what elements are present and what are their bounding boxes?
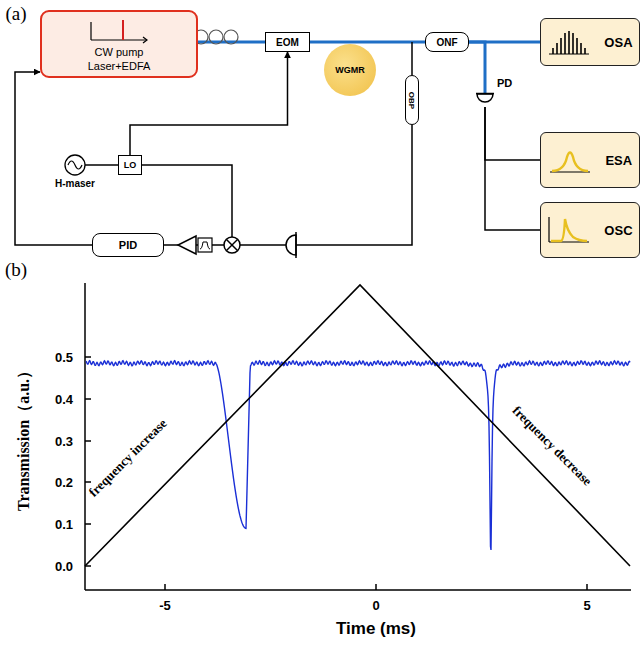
filter-amplifier-symbol — [178, 236, 212, 254]
photodetector-bar — [295, 232, 297, 258]
hydrogen-maser: H-maser — [65, 155, 85, 175]
frequency-sweep-ramp — [85, 285, 630, 566]
resonator-disk: WGMR — [324, 44, 376, 96]
analyzer-box: OSA — [540, 18, 640, 66]
peak-icon — [548, 145, 592, 175]
node-label: OBP — [408, 91, 417, 108]
trace-icon — [547, 215, 591, 245]
tick-label: 0.1 — [55, 517, 73, 532]
tick-label: 0.2 — [55, 475, 73, 490]
oscilloscope-box: OSC — [540, 202, 640, 258]
optical-fiber — [310, 41, 425, 44]
node-label: WGMR — [335, 65, 365, 75]
signal-wire — [15, 72, 92, 245]
plot-axes — [85, 283, 631, 590]
node-label: CW pump Laser+EDFA — [80, 46, 158, 74]
annotation: frequency decrease — [509, 403, 595, 489]
lo-wire — [142, 165, 232, 237]
tick-label: 0.5 — [55, 350, 73, 365]
photodetector: PD — [477, 93, 493, 107]
laser-box: CW pump Laser+EDFA — [40, 10, 198, 78]
signal-wire — [85, 164, 118, 166]
node-label: ESA — [605, 153, 632, 168]
tick-label: -5 — [159, 598, 171, 613]
tick-label: 0.4 — [55, 392, 73, 407]
analyzer-box: ESA — [540, 132, 640, 188]
node-label: OSC — [604, 223, 632, 238]
node-label: EOM — [276, 37, 299, 48]
signal-wire — [485, 107, 540, 230]
photodetector-symbol — [286, 235, 296, 255]
modulator-box: EOM — [265, 32, 310, 52]
mixer-symbol — [224, 237, 240, 253]
node-label: LO — [124, 160, 137, 170]
local-oscillator-box: LO — [118, 155, 142, 175]
bandpass-filter-box: OBP — [405, 75, 419, 125]
fiber-tap — [411, 42, 413, 75]
axis-title: Time (ms) — [336, 619, 416, 639]
panel-label: (b) — [5, 259, 27, 281]
axis-title: Transmission（a.u.） — [14, 363, 35, 511]
photodetector-symbol — [476, 92, 494, 108]
annotation: frequency increase — [86, 416, 171, 501]
transmission-trace — [86, 361, 630, 550]
node-label: PID — [119, 239, 137, 251]
node-label: OSA — [604, 35, 632, 50]
optical-fiber — [469, 42, 485, 93]
node-label: H-maser — [55, 178, 95, 189]
tick-label: 0 — [372, 598, 379, 613]
notch-filter-box: ONF — [425, 32, 469, 52]
laser-spectrum-icon — [87, 18, 151, 44]
node-label: PD — [497, 77, 512, 89]
polarization-controller — [194, 30, 238, 44]
tick-label: 0.0 — [55, 559, 73, 574]
signal-wire — [485, 107, 540, 160]
pid-box: PID — [92, 233, 164, 257]
tick-label: 0.3 — [55, 434, 73, 449]
spectrum-icon — [547, 27, 591, 57]
panel-label: (a) — [5, 3, 26, 25]
signal-wire — [164, 125, 412, 245]
node-label: ONF — [436, 37, 457, 48]
tick-label: 5 — [583, 598, 590, 613]
optical-fiber — [198, 41, 265, 44]
oscillator-symbol — [64, 154, 86, 176]
